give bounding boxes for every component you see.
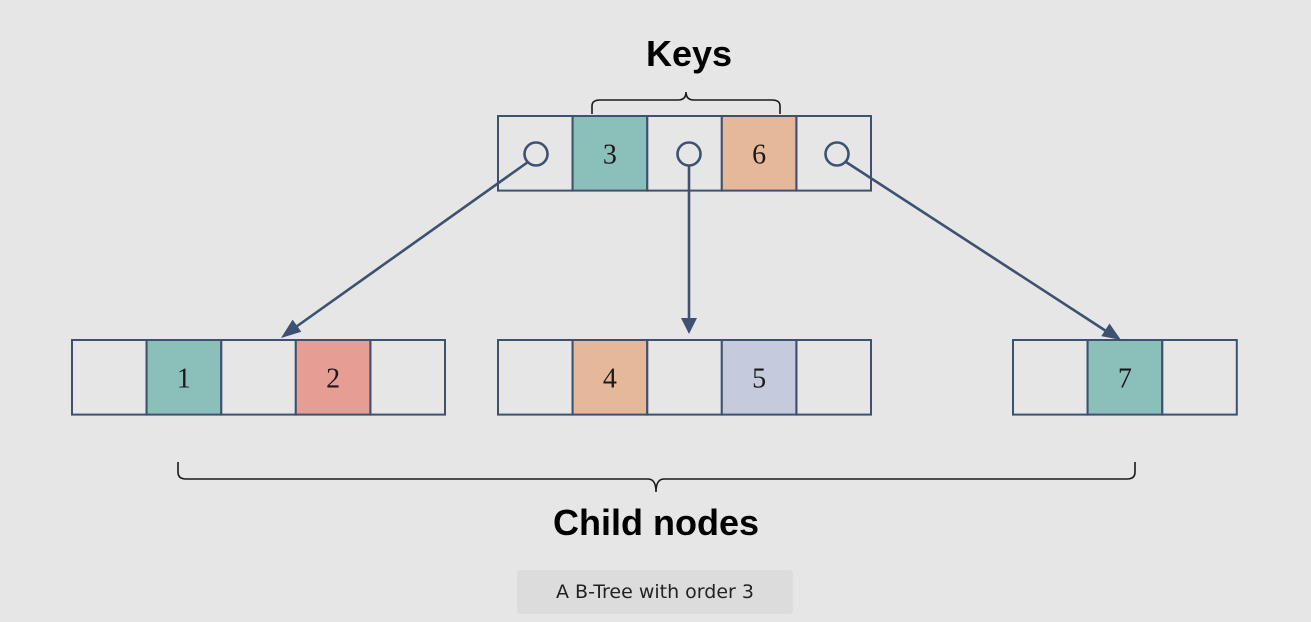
child-middle-key-label: 4 (603, 363, 617, 394)
pointer-circle-1 (523, 141, 549, 167)
child-left-cell-empty (71, 339, 148, 416)
root-cell-pointer (795, 115, 873, 192)
pointer-circle-2 (676, 141, 702, 167)
pointer-arrow-left (281, 160, 529, 338)
figure-caption: A B-Tree with order 3 (517, 570, 793, 614)
root-key-label: 3 (603, 139, 617, 170)
child-middle-cell-empty (795, 339, 873, 416)
child-nodes-brace (177, 462, 1136, 493)
child-right-cell-empty (1161, 339, 1238, 416)
child-nodes-heading: Child nodes (553, 502, 759, 543)
pointer-arrow-right (845, 160, 1121, 340)
child-right-cell-empty (1012, 339, 1089, 416)
child-middle-cell-empty (646, 339, 723, 416)
child-node-right: 7 (1012, 339, 1238, 416)
child-left-cell-empty (220, 339, 297, 416)
keys-heading: Keys (646, 33, 732, 74)
child-left-key-label: 1 (177, 363, 191, 394)
root-cell-key-6 (720, 115, 798, 192)
pointer-circle-3 (824, 141, 850, 167)
pointer-arrow-middle (681, 166, 697, 334)
child-left-cell-key-1 (145, 339, 223, 416)
child-right-cell-key-7 (1086, 339, 1164, 416)
child-right-key-label: 7 (1118, 363, 1132, 394)
child-left-key-label: 2 (326, 363, 340, 394)
child-middle-key-label: 5 (752, 363, 766, 394)
child-left-cell-empty (369, 339, 446, 416)
child-left-cell-key-2 (294, 339, 372, 416)
root-key-label: 6 (752, 139, 766, 170)
root-cell-key-3 (571, 115, 649, 192)
keys-brace (591, 91, 781, 114)
child-middle-cell-key-4 (571, 339, 649, 416)
child-middle-cell-empty (497, 339, 574, 416)
